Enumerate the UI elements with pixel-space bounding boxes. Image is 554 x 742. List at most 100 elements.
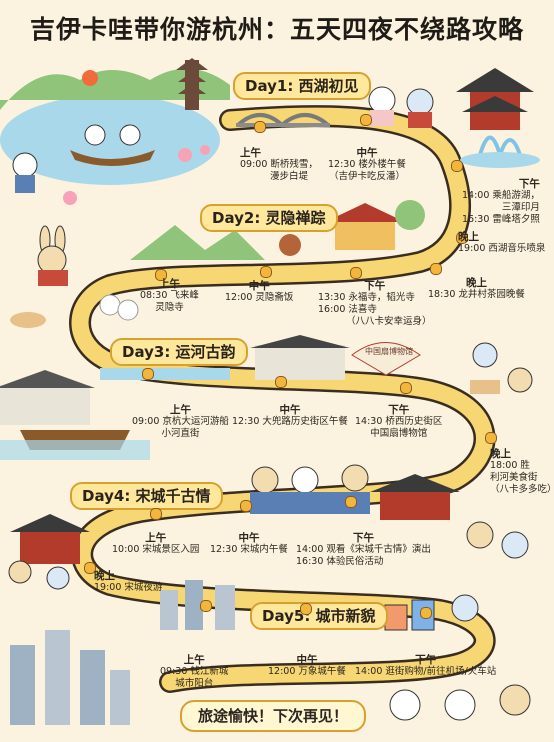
stop-dot: [456, 232, 468, 244]
day1-evening: 晚上 19:00 西湖音乐喷泉: [458, 231, 545, 255]
teapot-icon: [279, 234, 301, 256]
fan-label: 中国扇博物馆: [365, 347, 413, 356]
stop-dot: [150, 508, 162, 520]
stop-line: 14:00 观看《宋城千古情》演出: [296, 544, 431, 555]
stop-line: 12:30 楼外楼午餐: [328, 159, 406, 170]
cute-character-icon: [470, 342, 533, 394]
stop-dot: [400, 382, 412, 394]
stop-dot: [155, 269, 167, 281]
stop-line: 中国扇博物馆: [370, 428, 428, 439]
pagoda-icon: [176, 58, 208, 110]
period-label: 上午: [169, 404, 191, 416]
stop-line: 09:00 断桥残雪，: [240, 159, 318, 170]
period-label: 下午: [352, 532, 374, 544]
cute-character-icon: [368, 86, 434, 128]
day4-badge: Day4: 宋城千古情: [70, 482, 223, 510]
stop-line: 16:30 体验民俗活动: [296, 556, 384, 567]
skyline-icon: [10, 580, 235, 725]
stop-dot: [260, 266, 272, 278]
stop-line: 12:30 宋城内午餐: [210, 544, 288, 555]
period-label: 中午: [279, 404, 301, 416]
period-label: 中午: [356, 147, 378, 159]
stop-line: 12:30 大兜路历史街区午餐: [232, 416, 348, 427]
stop-dot: [420, 607, 432, 619]
stop-dot: [485, 432, 497, 444]
lotus-icon: [63, 145, 210, 205]
stop-line: （八八卡安幸运身）: [346, 316, 432, 327]
day1-badge: Day1: 西湖初见: [233, 72, 371, 100]
day5-noon: 中午 12:00 万象城午餐: [268, 654, 346, 678]
stop-dot: [451, 160, 463, 172]
stop-line: 09:00 京杭大运河游船: [132, 416, 229, 427]
closing-banner: 旅途愉快！下次再见！: [180, 700, 367, 732]
day5-morning: 上午 09:30 钱江新城 城市阳台: [160, 654, 228, 690]
west-lake-scene: [0, 58, 230, 205]
day3-afternoon: 下午 14:30 桥西历史街区 中国扇博物馆: [355, 404, 442, 440]
day3-badge: Day3: 运河古韵: [110, 338, 248, 366]
period-label: 晚上: [94, 570, 115, 582]
dumpling-icon: [10, 294, 139, 328]
lingyin-scene: [130, 200, 425, 260]
period-label: 中午: [296, 654, 318, 666]
stop-line: 19:00 宋城夜游: [94, 582, 163, 593]
day2-afternoon: 下午 13:30 永福寺，韬光寺 16:00 法喜寺 （八八卡安幸运身）: [318, 280, 432, 328]
stop-dot: [300, 603, 312, 615]
day2-badge: Day2: 灵隐禅踪: [200, 204, 338, 232]
stop-dot: [84, 562, 96, 574]
period-label: 下午: [364, 280, 386, 292]
cute-character-icon: [389, 594, 531, 721]
stop-line: 14:00 逛街购物/前往机场/火车站: [355, 666, 497, 677]
stop-line: 小河直街: [161, 428, 200, 439]
period-label: 上午: [183, 654, 205, 666]
period-label: 下午: [388, 404, 410, 416]
stop-line: 09:30 钱江新城: [160, 666, 229, 677]
song-city-scene: [8, 464, 529, 590]
stop-dot: [350, 267, 362, 279]
day3-morning: 上午 09:00 京杭大运河游船 小河直街: [132, 404, 229, 440]
period-label: 上午: [145, 532, 167, 544]
stop-line: 14:00 乘船游湖，: [462, 190, 540, 201]
stop-line: （八卡多多吃）: [490, 484, 554, 495]
period-label: 下午: [415, 654, 437, 666]
day4-noon: 中午 12:30 宋城内午餐: [210, 532, 288, 556]
period-label: 晚上: [465, 277, 487, 289]
day1-morning: 上午 09:00 断桥残雪， 漫步白堤: [240, 147, 318, 183]
period-label: 中午: [238, 532, 260, 544]
day2-noon: 中午 12:00 灵隐斋饭: [225, 280, 293, 304]
fan-icon: [351, 342, 421, 376]
period-label: 上午: [240, 147, 261, 159]
stop-line: 10:00 宋城景区入园: [112, 544, 200, 555]
stop-dot: [200, 600, 212, 612]
stop-dot: [142, 368, 154, 380]
rabbit-character: [37, 225, 68, 286]
stop-dot: [240, 500, 252, 512]
temple-pagoda-scene: [456, 68, 540, 168]
day5-afternoon: 下午 14:00 逛街购物/前往机场/火车站: [355, 654, 496, 678]
stop-line: 08:30 飞来峰: [140, 290, 199, 301]
boat-icon: [70, 124, 155, 166]
stop-dot: [254, 121, 266, 133]
stop-dot: [360, 114, 372, 126]
stop-line: 16:00 法喜寺: [318, 304, 377, 315]
canal-scene: [0, 335, 350, 460]
day3-evening: 晚上 18:00 胜 利河美食街 （八卡多多吃）: [490, 448, 554, 496]
day3-noon: 中午 12:30 大兜路历史街区午餐: [232, 404, 348, 428]
day4-morning: 上午 10:00 宋城景区入园: [112, 532, 199, 556]
day5-badge: Day5: 城市新貌: [250, 602, 388, 630]
stop-line: 18:30 龙井村茶园晚餐: [428, 289, 525, 300]
day4-afternoon: 下午 14:00 观看《宋城千古情》演出 16:30 体验民俗活动: [296, 532, 431, 568]
bridge-icon: [236, 113, 330, 128]
stop-line: 灵隐寺: [155, 302, 184, 313]
period-label: 上午: [158, 278, 180, 290]
day1-noon: 中午 12:30 楼外楼午餐 （吉伊卡吃反潘）: [328, 147, 406, 183]
stop-line: 16:30 雷峰塔夕照: [462, 214, 540, 225]
day1-afternoon: 下午 14:00 乘船游湖， 三潭印月 16:30 雷峰塔夕照: [462, 178, 540, 226]
stop-line: 13:30 永福寺，韬光寺: [318, 292, 415, 303]
stop-line: （吉伊卡吃反潘）: [328, 171, 405, 182]
stop-line: 城市阳台: [175, 678, 214, 689]
period-label: 中午: [248, 280, 270, 292]
day2-morning: 上午 08:30 飞来峰 灵隐寺: [140, 278, 199, 314]
stop-dot: [430, 263, 442, 275]
